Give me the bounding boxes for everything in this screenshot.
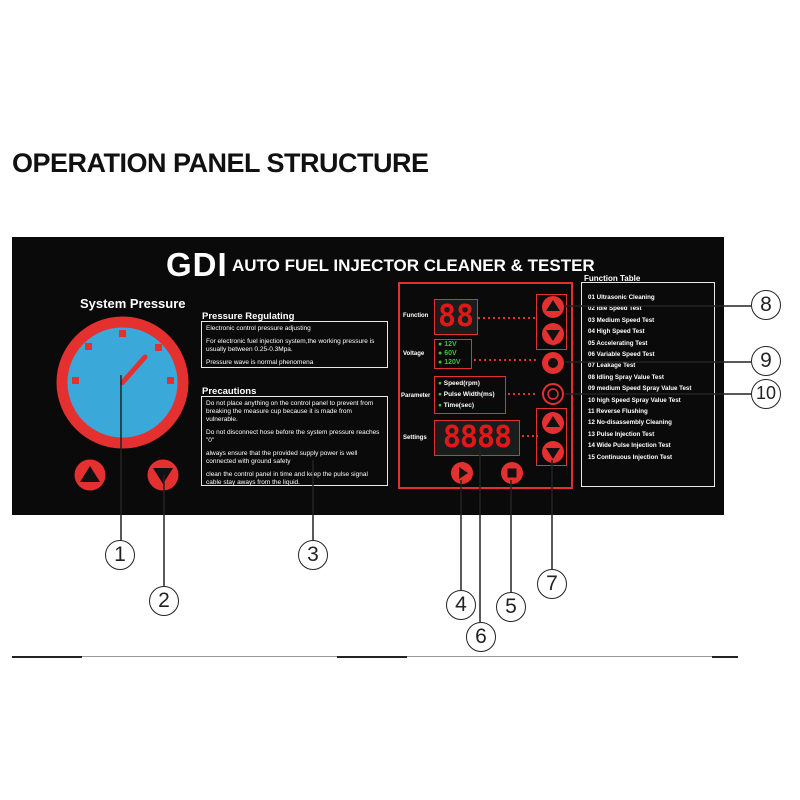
callout-9: 9 (751, 346, 781, 376)
settings-down-button[interactable] (541, 440, 565, 464)
function-item: 03 Medium Speed Test (588, 316, 655, 324)
function-item: 10 high Speed Spray Value Test (588, 396, 681, 404)
function-item: 05 Accelerating Test (588, 339, 648, 347)
voltage-item: ● 12V (438, 341, 457, 348)
parameter-item: ● Pulse Width(ms) (438, 391, 495, 398)
function-item: 06 Variable Speed Test (588, 351, 655, 359)
panel-title: AUTO FUEL INJECTOR CLEANER & TESTER (232, 256, 595, 275)
function-button-group (536, 294, 567, 350)
up-arrow-icon (80, 466, 100, 482)
callout-4: 4 (446, 590, 476, 620)
voltage-60v: 60V (444, 350, 457, 357)
parameter-pulse-width: Pulse Width(ms) (443, 391, 495, 398)
parameter-time: Time(sec) (443, 402, 474, 409)
precaution-line: Do not disconnect hose before the system… (206, 429, 380, 444)
ring-icon (547, 388, 559, 400)
system-pressure-label: System Pressure (80, 296, 186, 311)
callout-5: 5 (496, 592, 526, 622)
function-item: 12 No-disassembly Cleaning (588, 419, 672, 427)
function-item: 11 Reverse Flushing (588, 408, 648, 416)
precautions-box: Do not place anything on the control pan… (201, 396, 388, 486)
pressure-gauge (56, 316, 189, 449)
function-item: 04 High Speed Test (588, 328, 645, 336)
precaution-line: Do not place anything on the control pan… (206, 400, 374, 423)
pressure-regulating-line: Electronic control pressure adjusting (206, 325, 311, 332)
pressure-regulating-line: Pressure wave is normal phenomena (206, 359, 314, 366)
gauge-needle (120, 354, 148, 385)
precautions-title: Precautions (202, 386, 257, 397)
callout-10: 10 (751, 379, 781, 409)
pressure-up-button[interactable] (73, 458, 107, 492)
callout-6: 6 (466, 622, 496, 652)
circle-icon (548, 358, 558, 368)
callout-7: 7 (537, 569, 567, 599)
stop-button[interactable] (500, 461, 524, 485)
parameter-select-button[interactable] (541, 382, 565, 406)
function-up-button[interactable] (541, 295, 565, 319)
pressure-regulating-title: Pressure Regulating (202, 311, 295, 322)
function-label: Function (403, 313, 429, 319)
divider-line (337, 656, 407, 658)
callout-8: 8 (751, 290, 781, 320)
page-heading: OPERATION PANEL STRUCTURE (12, 148, 429, 178)
function-item: 09 medium Speed Spray Value Test (588, 385, 692, 393)
play-icon (459, 467, 468, 479)
divider-line (82, 656, 337, 657)
up-arrow-icon (546, 300, 560, 311)
pressure-regulating-box: Electronic control pressure adjusting Fo… (201, 321, 388, 368)
function-item: 13 Pulse Injection Test (588, 430, 655, 438)
divider-line (712, 656, 738, 658)
pressure-regulating-line: For electronic fuel injection system,the… (206, 338, 375, 353)
divider-line (12, 656, 82, 658)
function-display: 88 (434, 299, 478, 335)
settings-label: Settings (403, 435, 427, 441)
precaution-line: always ensure that the provided supply p… (206, 450, 358, 465)
callout-1: 1 (105, 540, 135, 570)
up-arrow-icon (546, 416, 560, 427)
voltage-12v: 12V (444, 341, 457, 348)
pressure-down-button[interactable] (146, 458, 180, 492)
voltage-label: Voltage (403, 351, 425, 357)
down-arrow-icon (546, 448, 560, 459)
function-item: 07 Leakage Test (588, 362, 636, 370)
callout-2: 2 (149, 586, 179, 616)
settings-up-button[interactable] (541, 411, 565, 435)
parameter-item: ● Speed(rpm) (438, 380, 480, 387)
function-item: 14 Wide Pulse Injection Test (588, 442, 671, 450)
down-arrow-icon (153, 468, 173, 484)
parameter-item: ● Time(sec) (438, 402, 474, 409)
leader-dots (474, 317, 538, 437)
function-down-button[interactable] (541, 322, 565, 346)
voltage-select-button[interactable] (541, 351, 565, 375)
control-frame (398, 282, 573, 489)
voltage-120v: 120V (444, 359, 461, 366)
function-item: 15 Continuous Injection Test (588, 453, 673, 461)
function-table-title: Function Table (584, 274, 641, 283)
voltage-list: ● 12V ● 60V ● 120V (438, 340, 461, 367)
parameter-label: Parameter (401, 393, 431, 399)
down-arrow-icon (546, 330, 560, 341)
voltage-item: ● 60V (438, 350, 457, 357)
function-item: 02 Idle Speed Test (588, 305, 642, 313)
function-table: 01 Ultrasonic Cleaning 02 Idle Speed Tes… (581, 282, 715, 487)
parameter-group (434, 376, 506, 414)
parameter-list: ● Speed(rpm) ● Pulse Width(ms) ● Time(se… (438, 378, 495, 411)
function-item: 01 Ultrasonic Cleaning (588, 294, 655, 301)
callout-3: 3 (298, 540, 328, 570)
start-button[interactable] (450, 461, 474, 485)
parameter-speed: Speed(rpm) (443, 380, 480, 387)
settings-display: 8888 (434, 420, 520, 456)
divider-line (407, 656, 712, 657)
stop-icon (507, 468, 517, 478)
function-item: 08 Idling Spray Value Test (588, 373, 664, 381)
precaution-line: clean the control panel in time and keep… (206, 471, 368, 486)
voltage-group (434, 339, 472, 369)
voltage-item: ● 120V (438, 359, 461, 366)
panel-brand: GDI (166, 246, 228, 283)
